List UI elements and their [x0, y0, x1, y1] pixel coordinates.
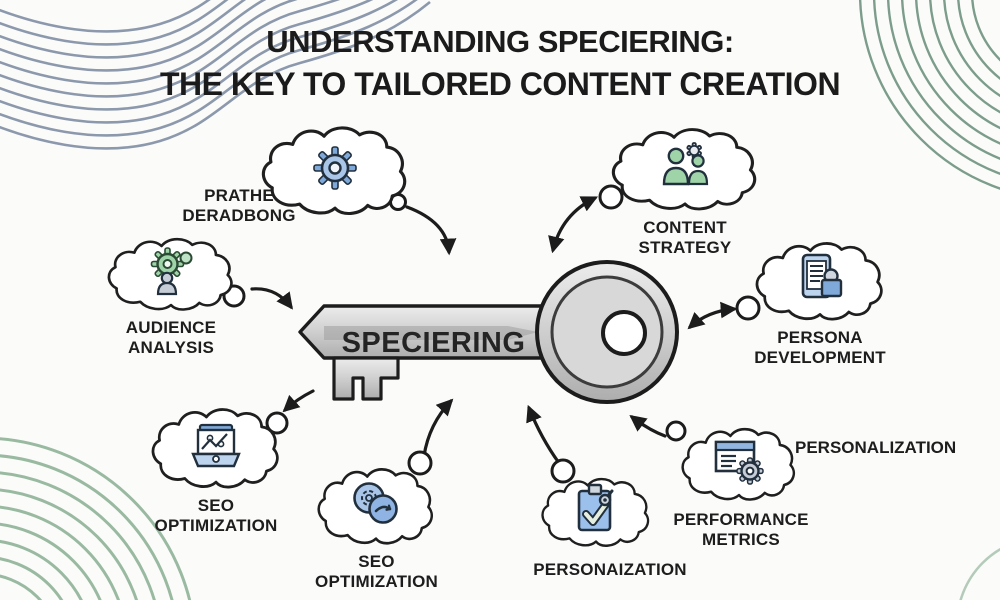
audience-gears-icon — [150, 247, 193, 295]
node-label: PRATHE DERADBONG — [182, 186, 296, 226]
profile-document-icon — [801, 253, 843, 298]
gear-icon — [313, 145, 357, 190]
gear-coins-icon — [353, 481, 398, 524]
node-label: CONTENT STRATEGY — [638, 218, 732, 258]
arrow-personaization-key — [526, 404, 561, 465]
node-seo-optimization-left: SEO OPTIMIZATION — [150, 406, 282, 535]
team-gear-icon — [662, 142, 709, 186]
page-title: UNDERSTANDING SPECIERING: THE KEY TO TAI… — [0, 24, 1000, 103]
key-label: SPECIERING — [341, 327, 526, 359]
arrow-key-persona — [687, 301, 738, 330]
node-label: PERFORMANCE METRICS — [673, 510, 809, 550]
arrow-seo-mid-to-key — [422, 398, 454, 458]
title-line2: THE KEY TO TAILORED CONTENT CREATION — [159, 66, 841, 102]
node-audience-analysis: AUDIENCE ANALYSIS — [106, 236, 236, 357]
arrow-key-content — [548, 196, 598, 254]
browser-gear-icon — [714, 440, 764, 485]
node-persona-development: PERSONA DEVELOPMENT — [754, 240, 886, 367]
key-illustration — [298, 260, 679, 404]
analytics-screen-icon — [191, 423, 241, 467]
corner-waves-top-left — [0, 0, 431, 150]
arrow-audience-to-key — [250, 287, 293, 310]
node-personaization: PERSONAIZATION — [533, 476, 687, 579]
connector-arrows — [250, 196, 738, 465]
node-label: AUDIENCE ANALYSIS — [125, 318, 217, 358]
personalization-label: PERSONALIZATION — [795, 438, 957, 457]
node-label: PERSONA DEVELOPMENT — [754, 328, 886, 368]
title-line1: UNDERSTANDING SPECIERING: — [266, 24, 734, 59]
checklist-check-icon — [577, 483, 614, 532]
arrow-prathe-to-key — [405, 205, 457, 256]
corner-arc-bottom-right — [959, 547, 1000, 600]
arrow-metrics-to-key — [629, 414, 667, 438]
node-seo-optimization-mid: SEO OPTIMIZATION — [315, 466, 438, 591]
node-content-strategy: CONTENT STRATEGY — [610, 126, 760, 257]
node-label: PERSONAIZATION — [533, 560, 687, 579]
node-performance-metrics: PERFORMANCE METRICS — [673, 426, 808, 549]
node-label: SEO OPTIMIZATION — [315, 552, 438, 592]
arrow-key-to-seo-left — [282, 389, 315, 413]
node-prathe-deradbong: PRATHE DERADBONG — [182, 124, 410, 225]
node-label: SEO OPTIMIZATION — [154, 496, 278, 536]
